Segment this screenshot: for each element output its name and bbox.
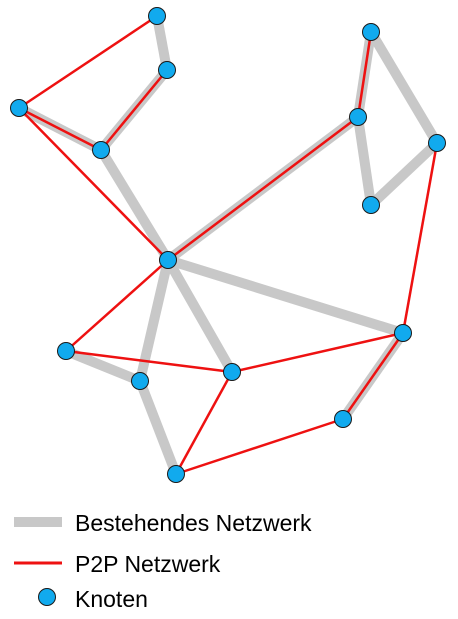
p2p-network-edge-n6-n8 [167, 116, 359, 261]
legend-existing-network-label: Bestehendes Netzwerk [75, 510, 312, 536]
existing-network-edge-n8-n13 [163, 257, 237, 375]
legend-node-label: Knoten [75, 586, 148, 612]
existing-network-edge-n6-n9 [353, 116, 376, 206]
node-n10 [394, 324, 412, 342]
p2p-network-layer [18, 14, 439, 476]
p2p-network-edge-n8-n11 [65, 259, 169, 352]
node-n1 [148, 7, 166, 25]
node-n11 [57, 342, 75, 360]
node-n7 [428, 134, 446, 152]
node-layer [10, 7, 446, 483]
existing-network-edge-n7-n9 [367, 139, 441, 209]
p2p-network-edge-n13-n14 [174, 371, 234, 475]
legend-p2p-network-label: P2P Netzwerk [75, 551, 221, 577]
node-n4 [92, 141, 110, 159]
node-n8 [159, 251, 177, 269]
node-n5 [362, 23, 380, 41]
p2p-network-edge-n5-n6 [356, 31, 373, 118]
node-n3 [10, 99, 28, 117]
existing-network-layer [16, 15, 442, 476]
p2p-network-edge-n13-n10 [231, 331, 404, 374]
p2p-network-edge-n7-n10 [401, 142, 439, 334]
p2p-network-edge-n15-n10 [341, 332, 405, 420]
node-n6 [349, 108, 367, 126]
node-n12 [131, 372, 149, 390]
existing-network-edge-n8-n10 [166, 255, 405, 338]
legend-node-icon [38, 588, 56, 606]
node-n15 [334, 410, 352, 428]
node-n14 [167, 465, 185, 483]
p2p-network-edge-n3-n4 [18, 106, 102, 152]
existing-network-edge-n4-n8 [96, 147, 173, 263]
existing-network-edge-n12-n14 [135, 379, 181, 476]
node-n2 [158, 61, 176, 79]
p2p-network-edge-n11-n13 [65, 349, 233, 374]
existing-network-edge-n1-n2 [152, 15, 172, 71]
existing-network-edge-n5-n7 [366, 29, 442, 146]
existing-network-edge-n11-n12 [64, 346, 142, 386]
node-n9 [362, 196, 380, 214]
p2p-network-edge-n1-n3 [18, 14, 158, 110]
node-n13 [223, 363, 241, 381]
p2p-network-edge-n3-n8 [18, 107, 169, 261]
p2p-network-edge-n2-n4 [100, 69, 168, 151]
p2p-network-edge-n14-n15 [175, 417, 344, 476]
legend: Bestehendes Netzwerk P2P Netzwerk Knoten [14, 510, 312, 612]
